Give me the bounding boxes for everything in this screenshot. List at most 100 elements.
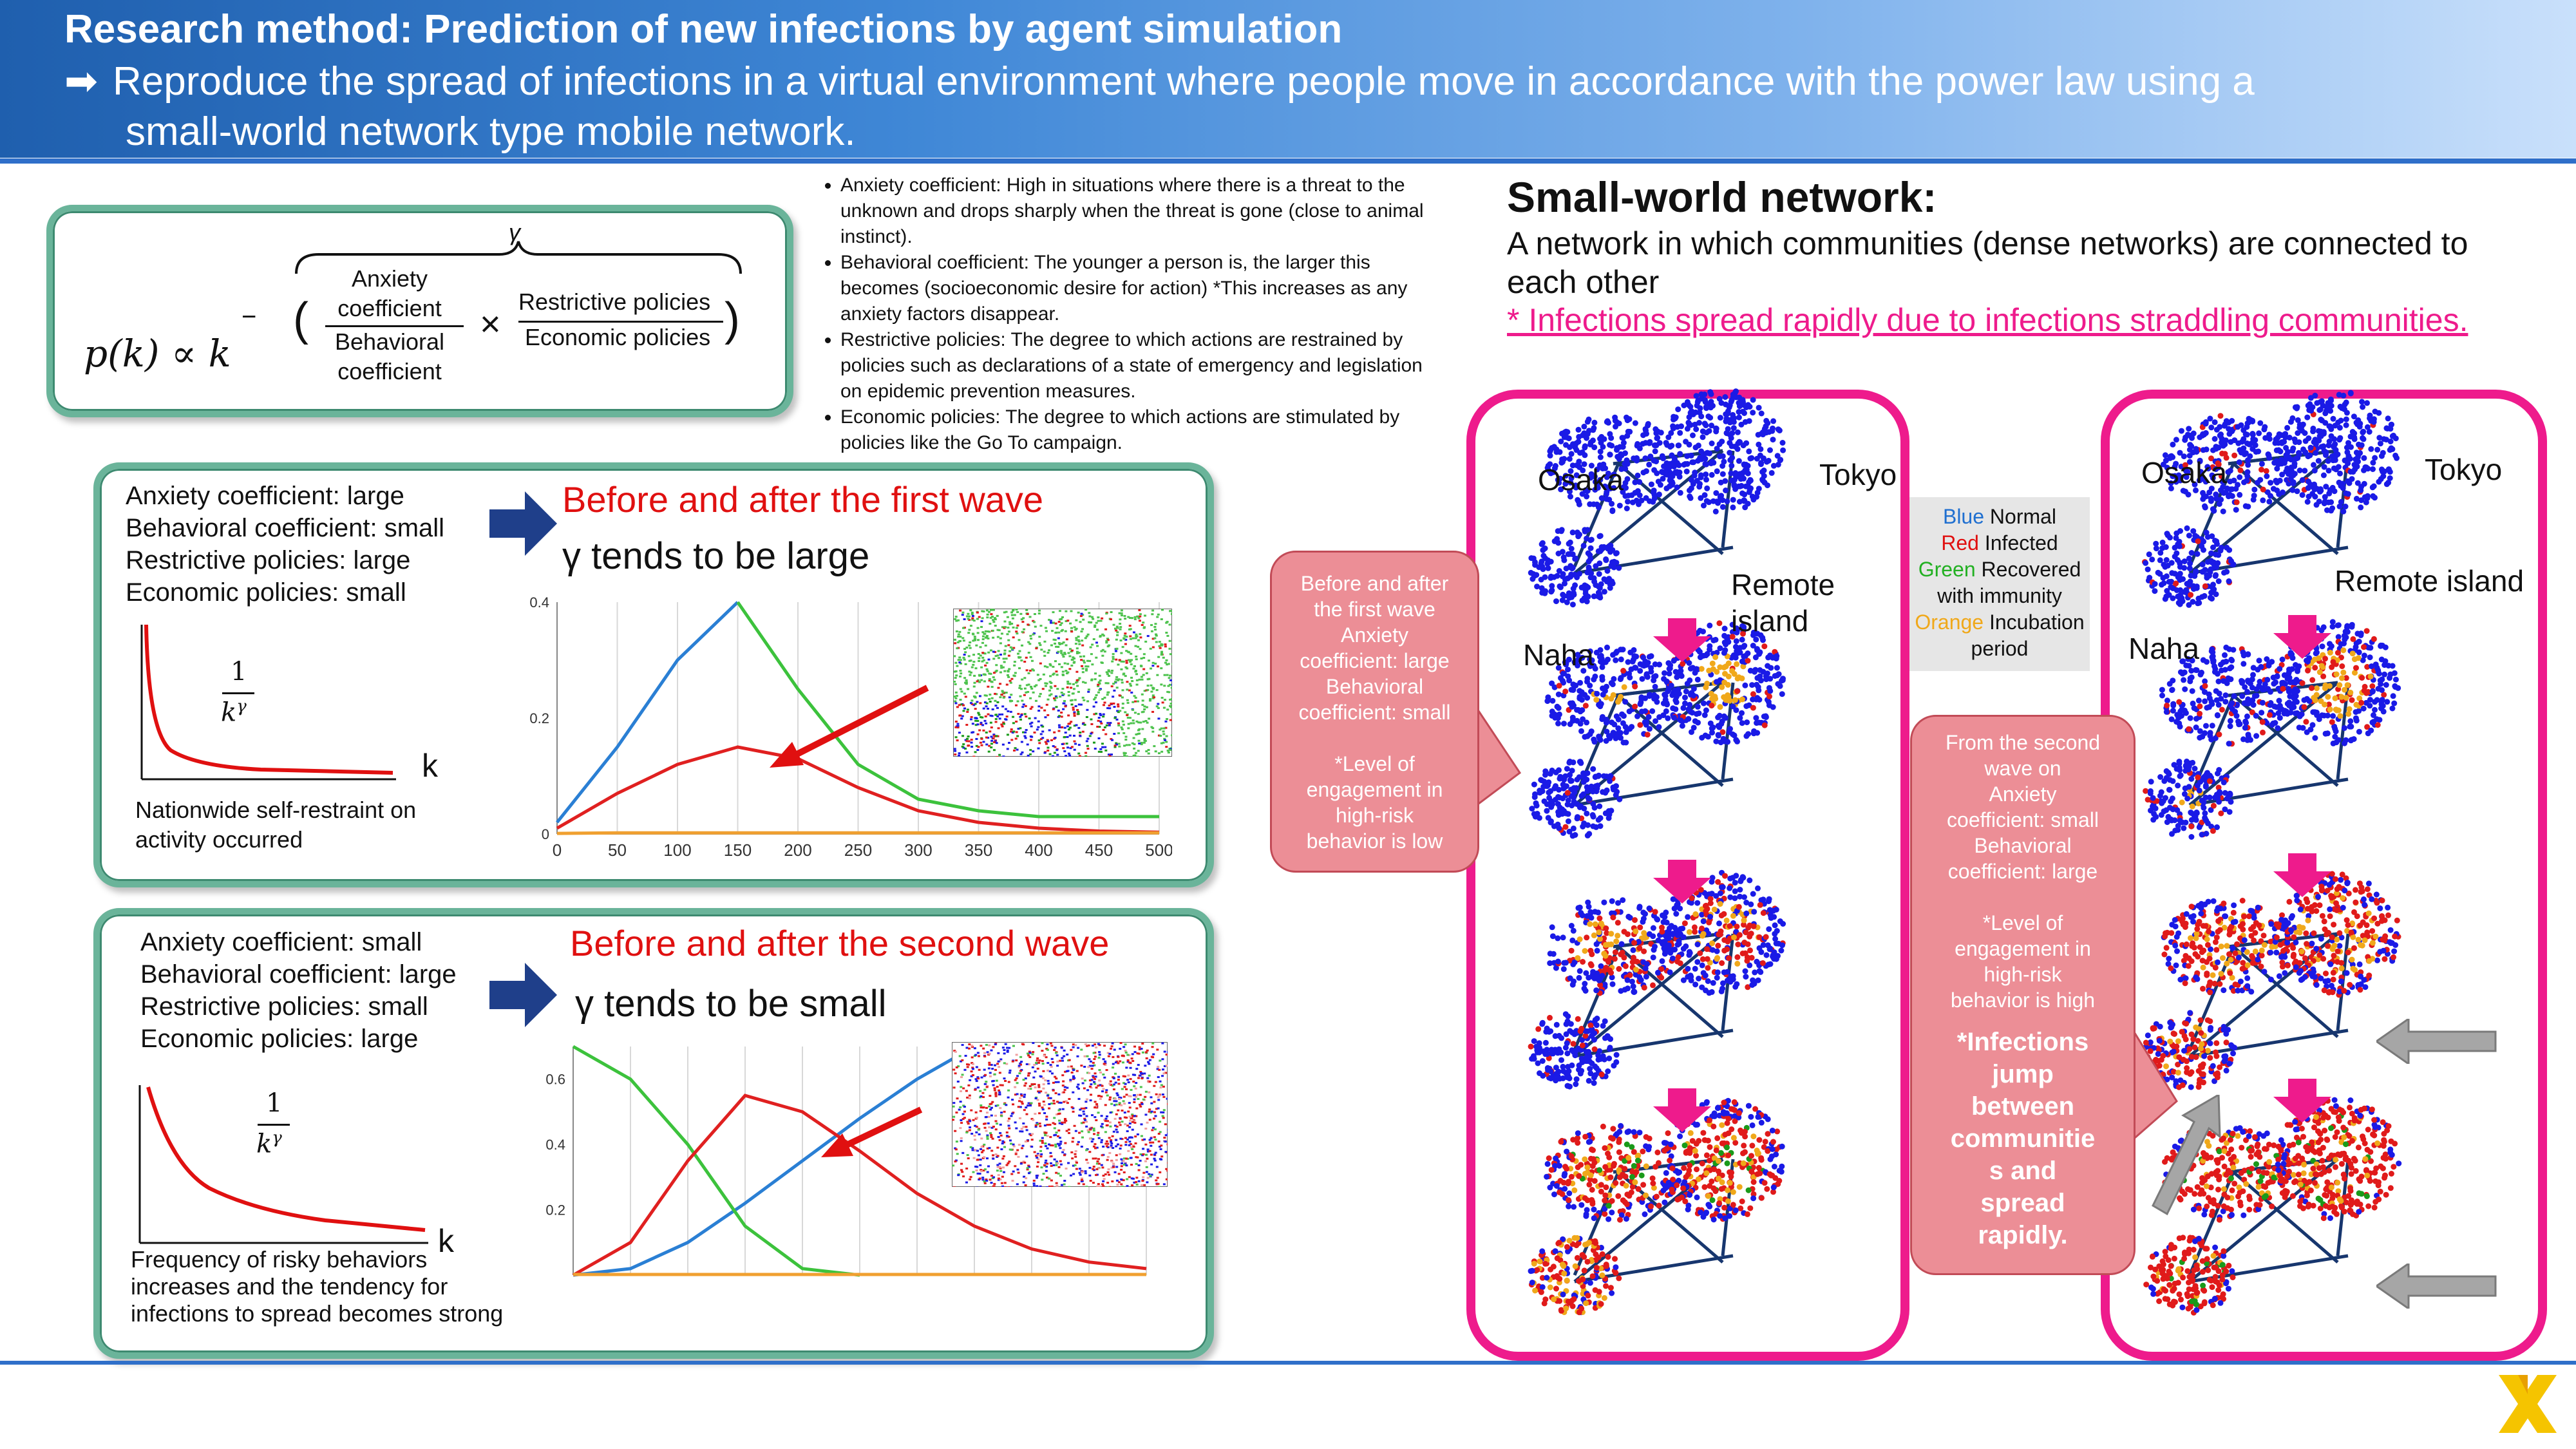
agent-dot [1678,668,1684,674]
agent-dot [1050,644,1053,647]
agent-dot [1117,679,1120,681]
agent-dot [1549,587,1555,594]
agent-dot [1717,415,1723,421]
agent-dot [1646,654,1653,660]
agent-dot [1034,699,1037,702]
agent-dot [983,674,987,676]
agent-dot [1683,688,1689,695]
agent-dot [992,734,996,736]
agent-dot [1645,659,1651,666]
agent-dot [1696,484,1703,490]
agent-dot [1054,642,1057,645]
agent-dot [1150,624,1153,627]
agent-dot [1060,630,1063,632]
agent-dot [1599,664,1605,670]
agent-dot [1726,955,1732,961]
agent-dot [1692,929,1698,935]
agent-dot [1632,489,1638,496]
agent-dot [1063,726,1066,729]
agent-dot [1095,656,1098,659]
agent-dot [1009,646,1012,649]
agent-dot [1691,473,1698,478]
agent-dot [1653,694,1660,700]
agent-dot [1085,668,1088,670]
agent-dot [1032,632,1036,635]
agent-dot [1012,715,1015,718]
agent-dot [1102,715,1105,718]
agent-dot [1124,739,1128,741]
agent-dot [1555,958,1561,965]
agent-dot [1150,684,1153,687]
agent-dot [1703,684,1709,690]
agent-dot [1049,664,1052,667]
agent-dot [1057,645,1060,648]
agent-dot [1574,706,1580,713]
agent-dot [1027,683,1030,686]
agent-dot [1072,657,1075,659]
agent-dot [959,675,962,677]
agent-dot [1083,723,1086,726]
agent-dot [1147,749,1150,752]
agent-dot [1030,725,1033,728]
agent-dot [1027,651,1030,654]
agent-dot [1014,704,1018,706]
agent-dot [1093,698,1096,701]
agent-dot [1138,609,1141,612]
agent-dot [1023,713,1027,715]
agent-dot [1539,589,1546,596]
agent-dot [1132,667,1135,670]
agent-dot [1150,690,1153,693]
agent-dot [1587,441,1594,448]
agent-dot [1086,708,1089,711]
agent-dot [1753,715,1759,721]
agent-dot [1043,665,1046,668]
agent-dot [959,662,962,665]
agent-dot [1748,485,1754,491]
agent-dot [1056,674,1059,676]
agent-dot [1709,471,1715,478]
agent-dot [1099,679,1102,682]
agent-dot [1144,720,1148,723]
agent-dot [1734,688,1741,694]
agent-dot [1661,463,1667,469]
agent-dot [1132,719,1135,722]
agent-dot [1059,618,1062,621]
agent-dot [1003,653,1006,656]
agent-dot [1668,683,1674,689]
agent-dot [1103,701,1106,704]
agent-dot [1016,632,1019,635]
agent-dot [1713,425,1719,431]
agent-dot [995,742,998,744]
agent-dot [987,713,990,715]
agent-dot [957,633,960,636]
agent-dot [1055,631,1058,634]
agent-dot [1597,823,1604,829]
agent-dot [1166,621,1169,623]
agent-dot [1729,455,1736,461]
agent-dot [1022,703,1025,706]
agent-dot [1743,404,1750,410]
agent-dot [1624,476,1631,482]
agent-dot [1750,497,1757,503]
agent-dot [1743,733,1750,739]
agent-dot [1659,929,1665,935]
agent-dot [1156,616,1159,618]
agent-dot [1618,656,1624,663]
agent-dot [1105,671,1108,674]
agent-dot [1145,706,1148,708]
agent-dot [1046,698,1050,701]
agent-dot [1577,904,1583,911]
x-tick-label: 100 [663,840,691,860]
agent-dot [1073,626,1076,629]
agent-dot [1583,584,1589,591]
agent-dot [973,636,976,638]
agent-dot [1151,646,1155,649]
agent-dot [1011,617,1014,620]
agent-dot [959,699,962,701]
formula-box [46,205,793,417]
agent-dot [1157,613,1160,616]
agent-dot [1731,483,1738,489]
agent-dot [1631,989,1637,995]
agent-dot [1032,621,1036,623]
agent-dot [1739,658,1745,665]
